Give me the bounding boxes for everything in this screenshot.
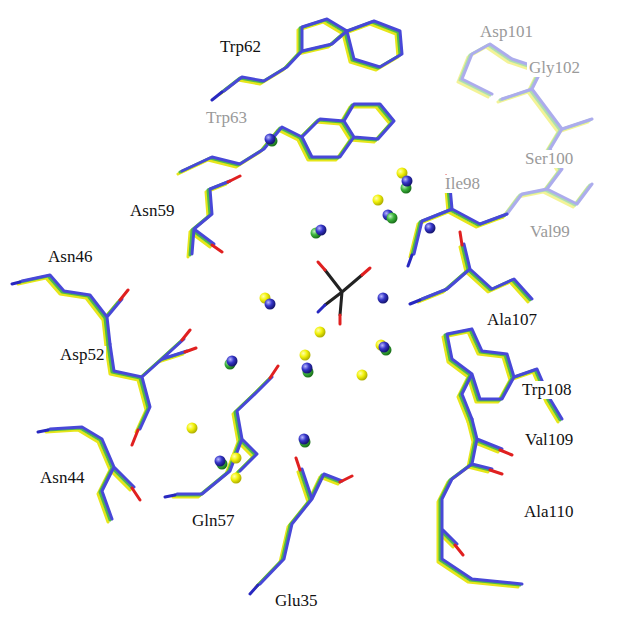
residue-label: Ala107 — [485, 311, 539, 330]
residue-label: Ala110 — [522, 503, 575, 522]
residue-label: Gln57 — [190, 512, 237, 531]
residue-label: Asn44 — [38, 469, 86, 488]
residue-label: Asp101 — [478, 23, 535, 42]
residue-label: Trp62 — [218, 38, 263, 57]
residue-label: Asn46 — [46, 248, 94, 267]
residue-label: Ser100 — [523, 150, 575, 169]
residue-label: Glu35 — [273, 592, 320, 611]
residue-label: Asn59 — [128, 202, 176, 221]
residue-label: Ile98 — [443, 175, 482, 194]
residue-label: Gly102 — [527, 59, 582, 78]
residue-label: Val109 — [523, 431, 575, 450]
residue-label: Trp108 — [520, 381, 573, 400]
residue-label: Asp52 — [58, 346, 106, 365]
residue-label: Trp63 — [204, 109, 249, 128]
residue-label: Val99 — [528, 223, 572, 242]
